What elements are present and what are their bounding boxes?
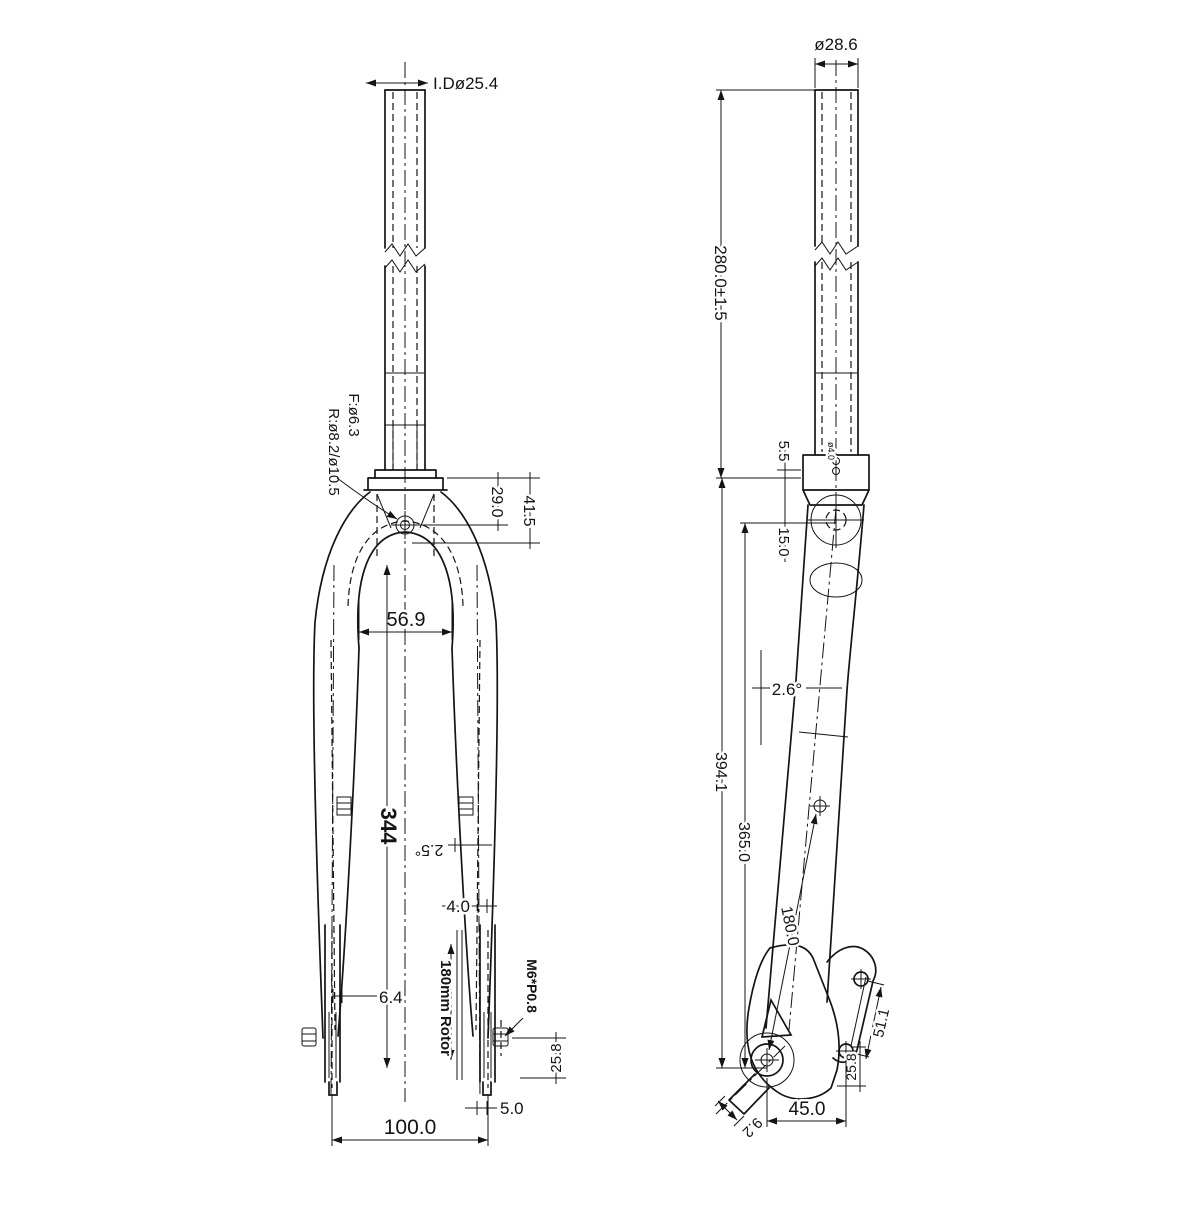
dim-label-4-0-hole: ø4.0	[826, 442, 836, 460]
front-rotor	[447, 930, 463, 1080]
front-arch	[356, 531, 454, 649]
front-right-leg-outer	[440, 491, 499, 1039]
dim-label-2-5deg: 2.5°	[415, 841, 444, 858]
front-right-dropout	[479, 924, 509, 1096]
dim-label-25-8-front: 25.8	[548, 1043, 565, 1072]
side-tube-break-symbol	[814, 241, 859, 255]
front-fork-legs	[312, 491, 499, 1039]
note-thread-m6: M6*P0.8	[524, 959, 540, 1013]
front-dimensions: I.Dø25.4 F:ø6.3 R:ø8.2/ø10.5 29.0 41.5 5…	[323, 72, 568, 1146]
dim-label-100: 100.0	[384, 1116, 437, 1139]
dim-label-41-5: 41.5	[520, 495, 537, 526]
side-blade	[765, 504, 865, 1029]
side-view: ø28.6 280.0±1.5 5.5 15.0 ø4.0 2.6° 394.1…	[709, 33, 896, 1144]
dim-label-5-5: 5.5	[775, 441, 792, 462]
side-blade-centerline	[788, 507, 837, 1031]
front-right-boss	[458, 796, 474, 816]
front-leg-bosses	[336, 796, 474, 816]
dim-label-4-0: 4.0	[446, 897, 470, 916]
dim-label-15: 15.0	[775, 527, 792, 556]
front-left-axle-bolt	[301, 1027, 317, 1047]
front-view: I.Dø25.4 F:ø6.3 R:ø8.2/ø10.5 29.0 41.5 5…	[301, 62, 568, 1146]
dim-label-5-0: 5.0	[500, 1099, 524, 1118]
dim-label-365: 365.0	[735, 822, 752, 862]
front-left-boss	[336, 796, 352, 816]
front-crown	[347, 469, 464, 607]
dim-label-2-6deg: 2.6°	[772, 680, 802, 699]
leader-note-rear-hole: R:ø8.2/ø10.5	[325, 408, 342, 496]
side-axle-centerline	[715, 1045, 786, 1115]
side-steerer-tube	[814, 89, 859, 478]
side-caliper-arm	[826, 945, 877, 1063]
note-180mm-rotor: 180mm Rotor	[437, 960, 454, 1056]
front-left-leg-outer	[312, 491, 371, 1039]
side-blade-top-section	[809, 562, 863, 598]
side-dropout-cutout	[760, 997, 793, 1038]
dim-label-45: 45.0	[789, 1099, 826, 1120]
rotor-disc-lines	[456, 930, 463, 1080]
dim-label-6-4: 6.4	[379, 988, 403, 1007]
dim-label-25-8-side: 25.8	[843, 1053, 859, 1080]
dim-label-od-28-6: ø28.6	[814, 35, 857, 54]
dim-label-51-1: 51.1	[870, 1007, 893, 1039]
side-blade-front-edge	[765, 504, 809, 1029]
dim-label-344: 344	[376, 808, 401, 845]
front-right-leg-inner	[451, 647, 474, 1037]
leader-note-front-hole: F:ø6.3	[345, 393, 362, 436]
dim-label-29: 29.0	[488, 486, 505, 517]
front-left-dropout	[301, 924, 341, 1096]
front-left-leg-inner	[337, 647, 360, 1037]
dim-label-56-9: 56.9	[387, 609, 426, 631]
dim-label-280: 280.0±1.5	[711, 245, 730, 321]
front-tube-break-symbol	[384, 243, 426, 257]
dim-label-394-1: 394.1	[712, 752, 729, 792]
side-dropout-disc-mount	[728, 943, 877, 1115]
side-crown	[802, 454, 870, 598]
dim-label-180: 180.0	[777, 905, 801, 948]
front-steerer-tube	[384, 89, 426, 471]
side-blade-rear-edge	[826, 504, 865, 1003]
dim-label-id-diameter: I.Dø25.4	[433, 74, 498, 93]
leader-line	[336, 477, 398, 520]
side-dropout-body	[746, 943, 840, 1100]
